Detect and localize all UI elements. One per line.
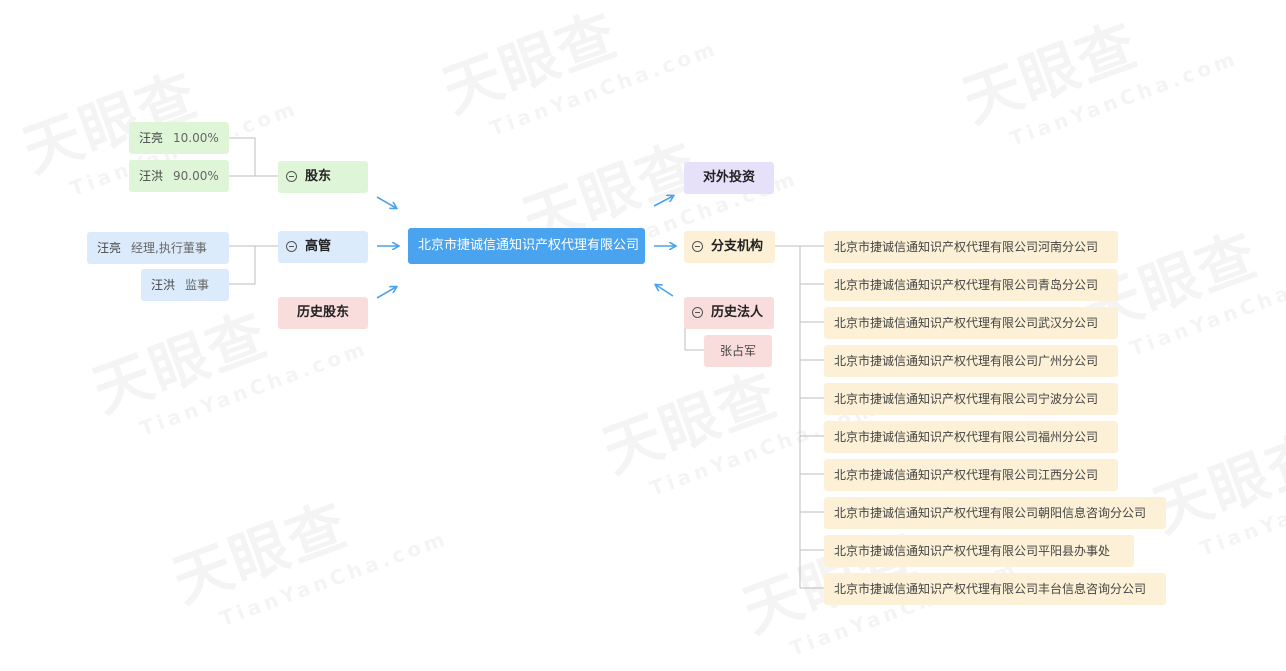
- branch-history-legal[interactable]: 历史法人: [684, 297, 774, 329]
- branch-label: 股东: [305, 169, 332, 184]
- branch-company-item[interactable]: 北京市捷诚信通知识产权代理有限公司青岛分公司: [824, 269, 1118, 301]
- collapse-icon[interactable]: [286, 171, 297, 182]
- branch-label: 历史法人: [711, 305, 764, 320]
- branch-executives[interactable]: 高管: [278, 231, 368, 263]
- shareholder-item[interactable]: 汪亮 10.00%: [129, 122, 229, 154]
- history-legal-item[interactable]: 张占军: [704, 335, 772, 367]
- company-name: 北京市捷诚信通知识产权代理有限公司: [418, 238, 640, 253]
- connector-lines: [229, 137, 824, 589]
- collapse-icon[interactable]: [692, 307, 703, 318]
- branch-company-name: 北京市捷诚信通知识产权代理有限公司宁波分公司: [834, 392, 1099, 406]
- arrow-history-shareholders: [376, 287, 396, 299]
- branch-shareholders[interactable]: 股东: [278, 161, 368, 193]
- branch-company-name: 北京市捷诚信通知识产权代理有限公司平阳县办事处: [834, 544, 1111, 558]
- branch-company-name: 北京市捷诚信通知识产权代理有限公司武汉分公司: [834, 316, 1099, 330]
- branch-company-item[interactable]: 北京市捷诚信通知识产权代理有限公司丰台信息咨询分公司: [824, 573, 1166, 605]
- executive-name: 汪洪: [151, 278, 176, 292]
- branch-label: 对外投资: [702, 170, 755, 185]
- company-node[interactable]: 北京市捷诚信通知识产权代理有限公司: [408, 228, 645, 264]
- executive-role: 经理,执行董事: [131, 241, 207, 255]
- branch-label: 分支机构: [711, 239, 764, 254]
- executive-role: 监事: [185, 278, 210, 292]
- collapse-icon[interactable]: [286, 241, 297, 252]
- branch-company-item[interactable]: 北京市捷诚信通知识产权代理有限公司广州分公司: [824, 345, 1118, 377]
- branch-branches[interactable]: 分支机构: [684, 231, 775, 263]
- executive-item[interactable]: 汪亮经理,执行董事: [87, 232, 229, 264]
- branch-company-item[interactable]: 北京市捷诚信通知识产权代理有限公司朝阳信息咨询分公司: [824, 497, 1166, 529]
- branch-company-item[interactable]: 北京市捷诚信通知识产权代理有限公司河南分公司: [824, 231, 1118, 263]
- shareholder-item[interactable]: 汪洪 90.00%: [129, 160, 229, 192]
- branch-company-name: 北京市捷诚信通知识产权代理有限公司江西分公司: [834, 468, 1099, 482]
- arrow-shareholders: [376, 196, 396, 208]
- executive-item[interactable]: 汪洪监事: [141, 269, 229, 301]
- branch-label: 高管: [305, 239, 332, 254]
- branch-company-item[interactable]: 北京市捷诚信通知识产权代理有限公司江西分公司: [824, 459, 1118, 491]
- shareholder-name: 汪洪: [139, 169, 164, 183]
- branch-company-name: 北京市捷诚信通知识产权代理有限公司广州分公司: [834, 354, 1099, 368]
- branch-label: 历史股东: [296, 305, 349, 320]
- executive-name: 汪亮: [97, 241, 122, 255]
- branch-history-shareholders[interactable]: 历史股东: [278, 297, 368, 329]
- branch-company-name: 北京市捷诚信通知识产权代理有限公司青岛分公司: [834, 278, 1099, 292]
- arrow-investments: [653, 196, 673, 207]
- branch-company-item[interactable]: 北京市捷诚信通知识产权代理有限公司福州分公司: [824, 421, 1118, 453]
- branch-company-name: 北京市捷诚信通知识产权代理有限公司朝阳信息咨询分公司: [834, 506, 1147, 520]
- branch-company-name: 北京市捷诚信通知识产权代理有限公司福州分公司: [834, 430, 1099, 444]
- branch-company-item[interactable]: 北京市捷诚信通知识产权代理有限公司武汉分公司: [824, 307, 1118, 339]
- shareholder-ratio: 90.00%: [173, 169, 219, 183]
- branch-company-name: 北京市捷诚信通知识产权代理有限公司河南分公司: [834, 240, 1099, 254]
- collapse-icon[interactable]: [692, 241, 703, 252]
- shareholder-name: 汪亮: [139, 131, 164, 145]
- arrow-history-legal: [656, 285, 674, 297]
- history-legal-name: 张占军: [719, 344, 756, 358]
- branch-company-item[interactable]: 北京市捷诚信通知识产权代理有限公司平阳县办事处: [824, 535, 1134, 567]
- branch-company-item[interactable]: 北京市捷诚信通知识产权代理有限公司宁波分公司: [824, 383, 1118, 415]
- shareholder-ratio: 10.00%: [173, 131, 219, 145]
- branch-investments[interactable]: 对外投资: [684, 162, 774, 194]
- branch-company-name: 北京市捷诚信通知识产权代理有限公司丰台信息咨询分公司: [834, 582, 1147, 596]
